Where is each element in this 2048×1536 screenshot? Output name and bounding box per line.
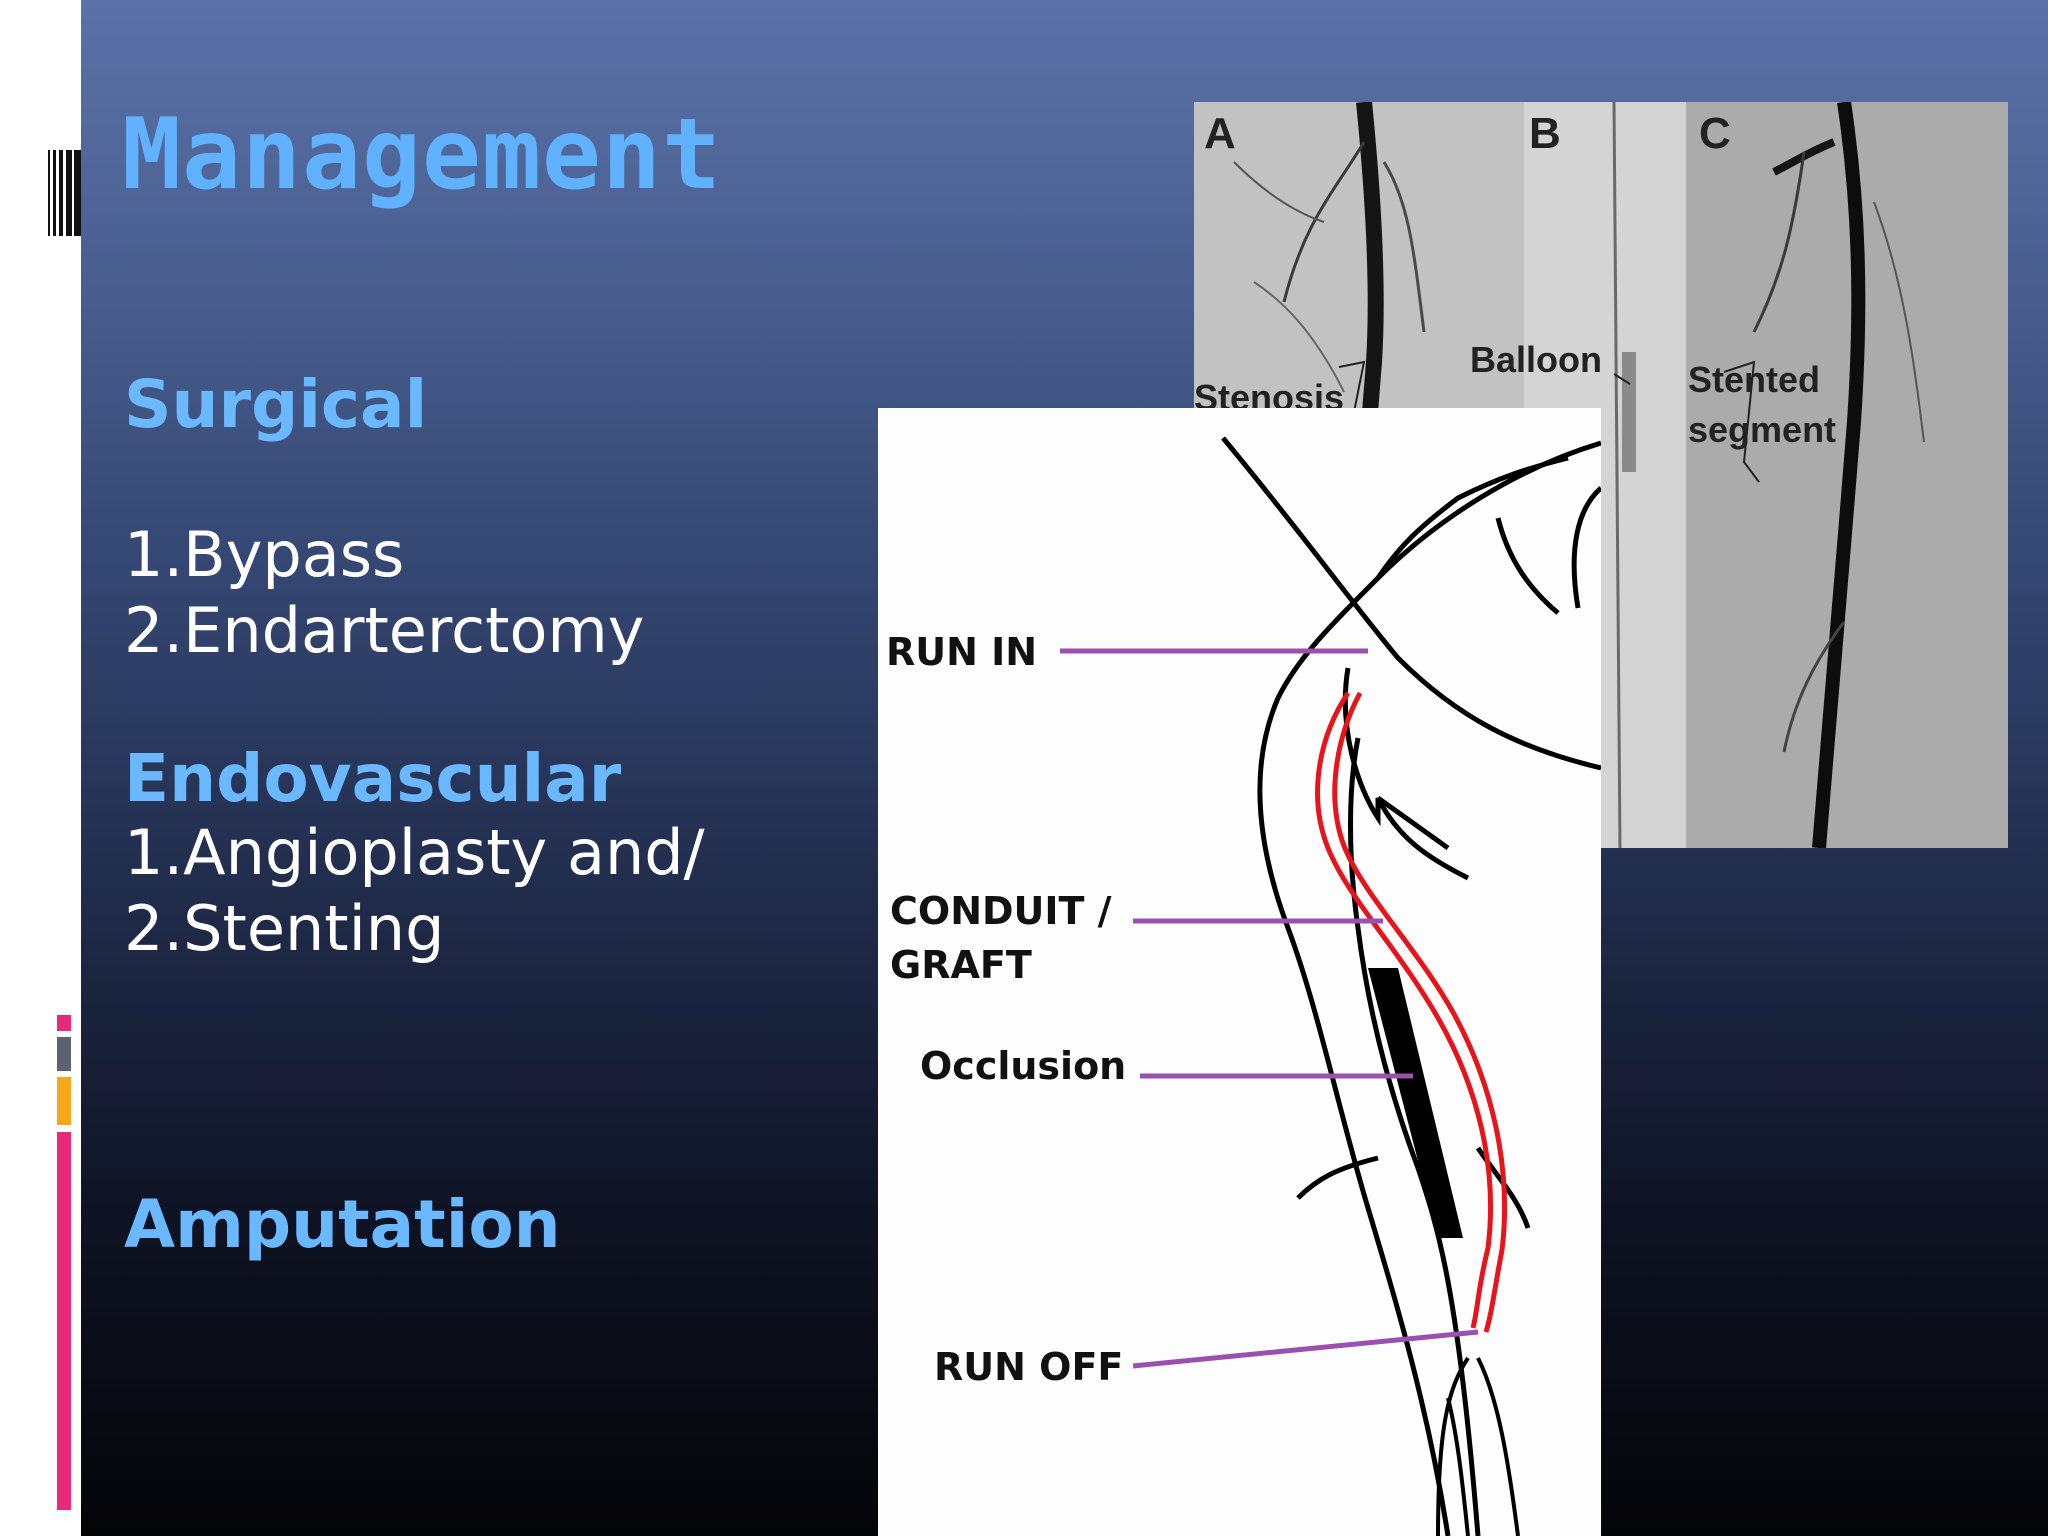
surgical-item-endarterectomy: 2.Endarterctomy <box>124 594 645 667</box>
accent-bar-orange <box>57 1077 71 1125</box>
bypass-diagram: RUN IN CONDUIT / GRAFT Occlusion RUN OFF <box>878 408 1601 1536</box>
angiogram-panel-b-label: B <box>1529 109 1561 158</box>
balloon-label: Balloon <box>1470 339 1602 380</box>
stented-label-line2: segment <box>1688 409 1836 450</box>
accent-bar-pink-tall <box>57 1132 71 1510</box>
amputation-heading: Amputation <box>124 1186 561 1263</box>
angiogram-panel-c-label: C <box>1699 109 1731 158</box>
slide-title: Management <box>122 98 723 212</box>
surgical-item-bypass: 1.Bypass <box>124 518 405 591</box>
endovascular-heading: Endovascular <box>124 740 622 817</box>
accent-bar-gray <box>57 1037 71 1071</box>
angiogram-panel-a-label: A <box>1204 109 1236 158</box>
endovascular-item-stenting: 2.Stenting <box>124 892 445 965</box>
surgical-heading: Surgical <box>124 366 428 443</box>
conduit-label-line1: CONDUIT / <box>890 889 1112 933</box>
accent-bar-pink-small <box>57 1015 71 1031</box>
run-in-label: RUN IN <box>886 630 1037 674</box>
endovascular-item-angioplasty: 1.Angioplasty and/ <box>124 816 705 889</box>
accent-color-bars <box>57 1015 71 1510</box>
run-off-pointer <box>1132 1329 1479 1369</box>
stented-label-line1: Stented <box>1688 359 1820 400</box>
occlusion-label: Occlusion <box>920 1044 1126 1088</box>
conduit-label-line2: GRAFT <box>890 943 1032 987</box>
run-off-label: RUN OFF <box>934 1345 1123 1389</box>
decorative-vertical-lines <box>44 150 81 236</box>
